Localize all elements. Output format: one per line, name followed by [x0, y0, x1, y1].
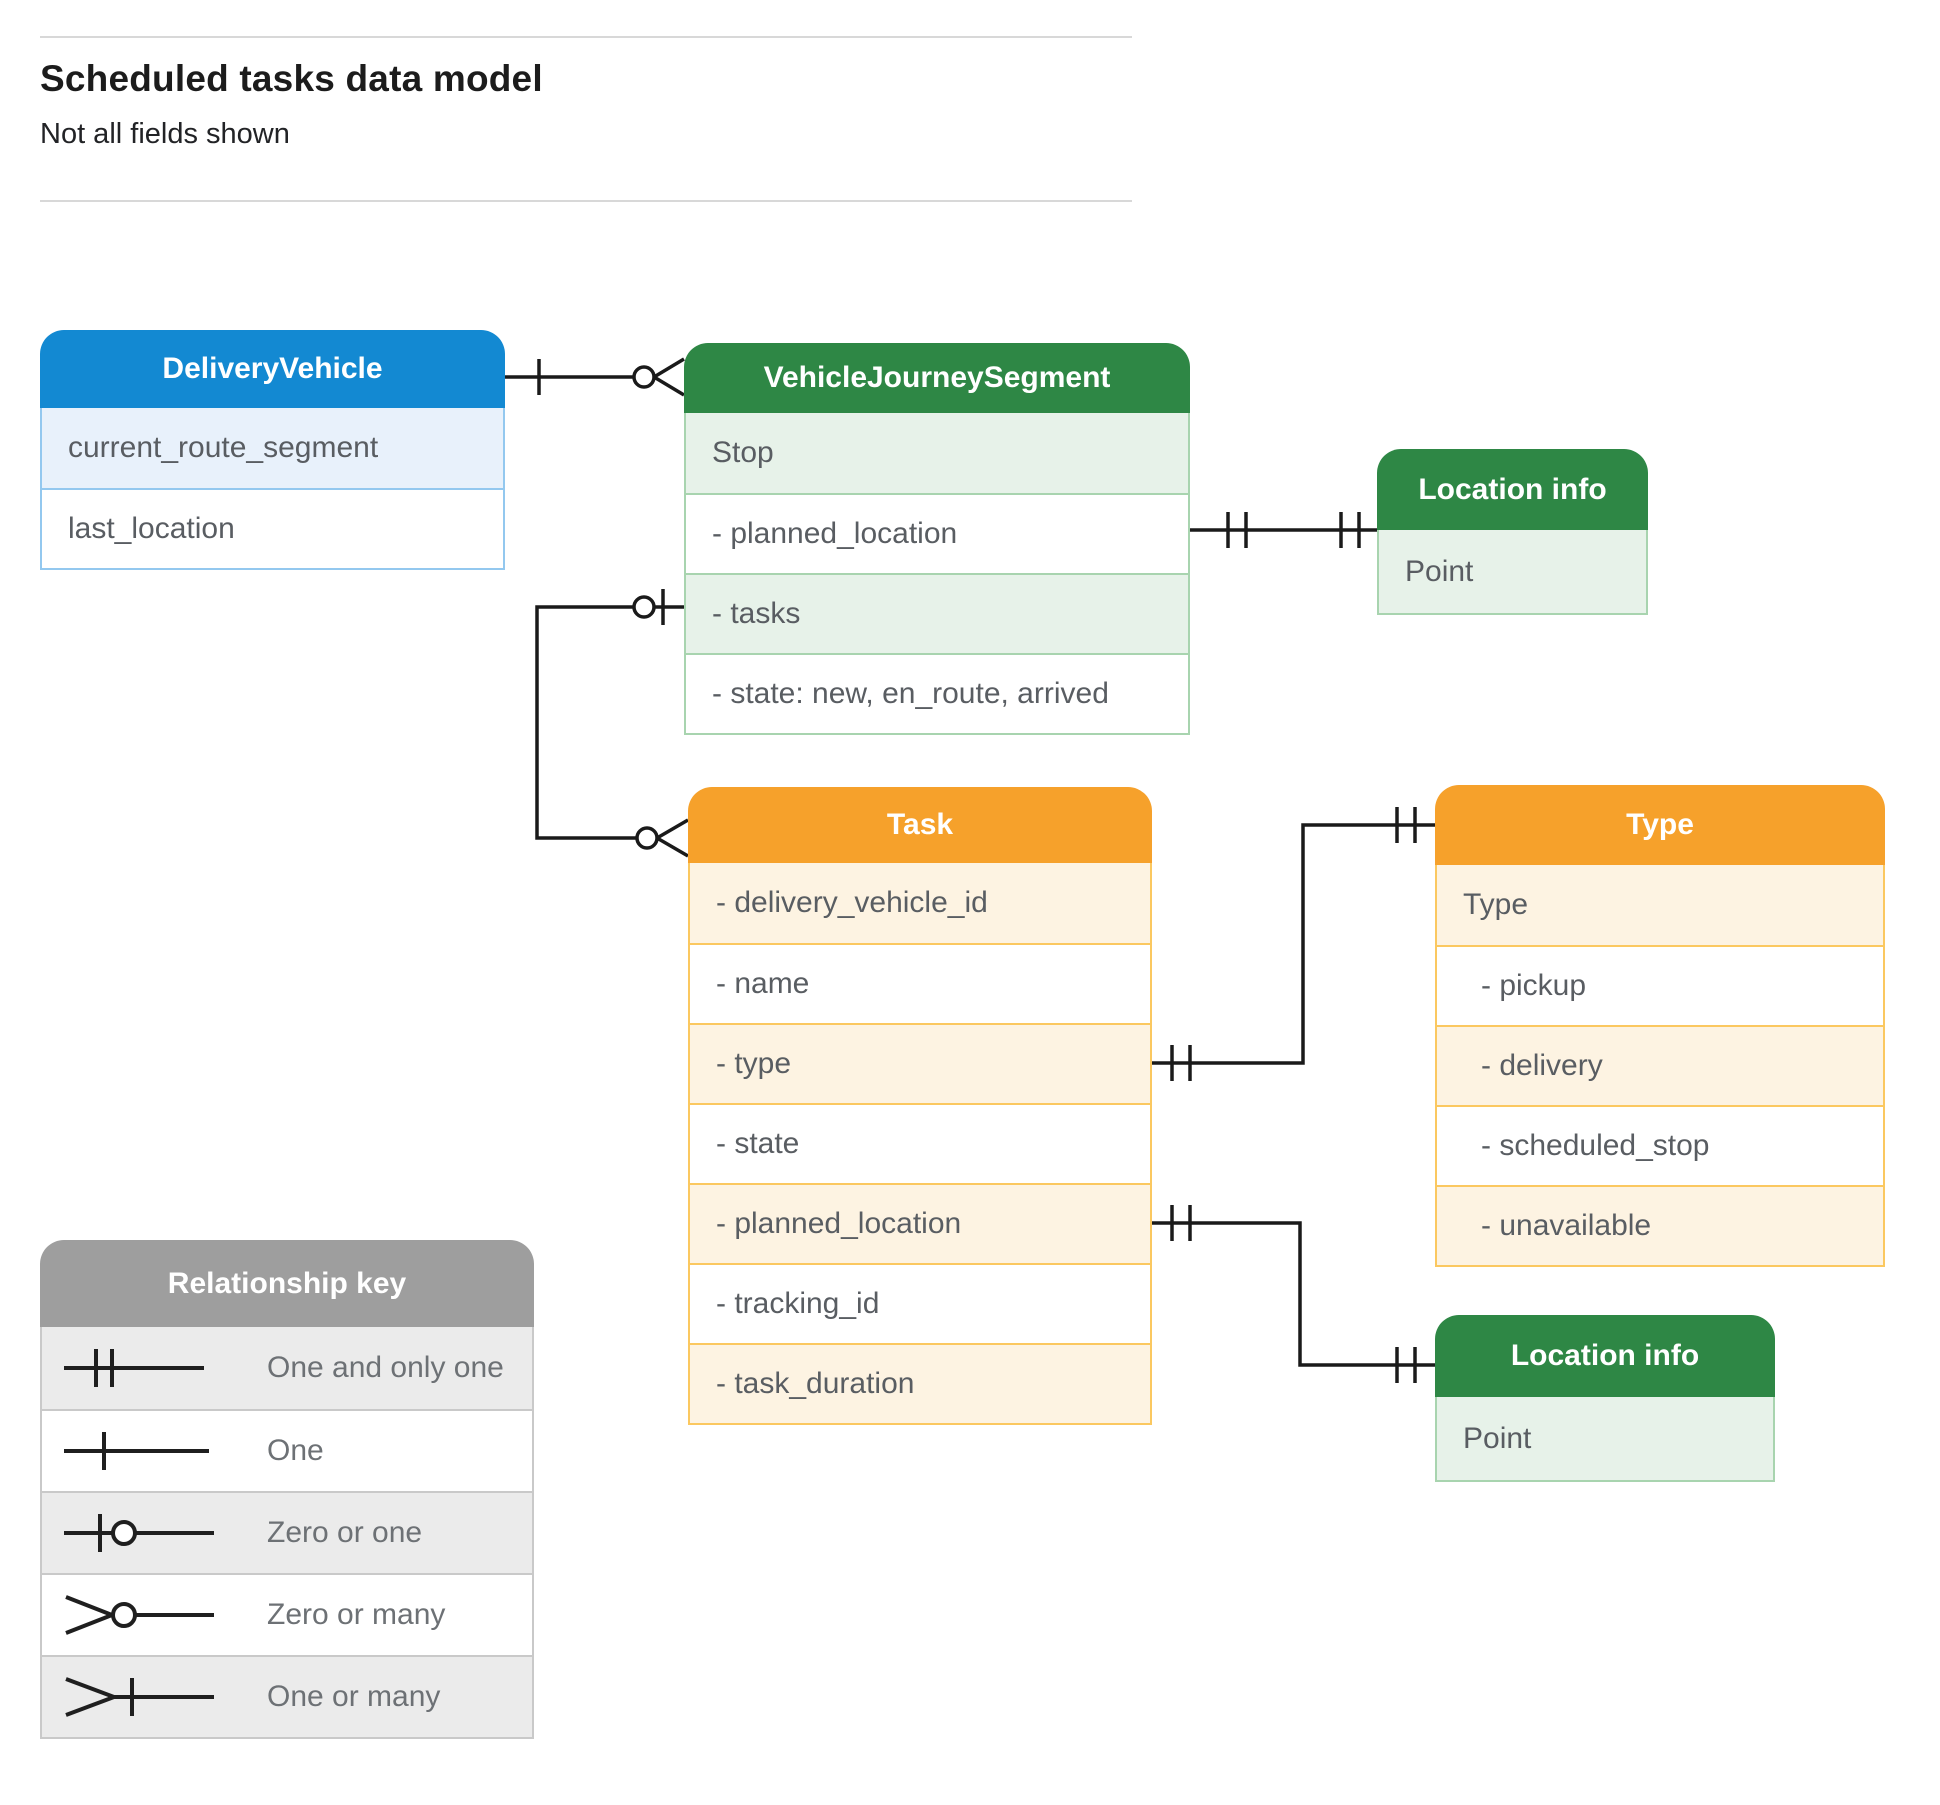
header-divider: [40, 200, 1132, 202]
entity-task: Task - delivery_vehicle_id - name - type…: [688, 787, 1152, 1425]
field-unavailable: - unavailable: [1437, 1185, 1883, 1265]
page-subtitle: Not all fields shown: [40, 118, 290, 150]
field-type: - type: [690, 1023, 1150, 1103]
legend-label: One or many: [267, 1680, 441, 1713]
field-tracking-id: - tracking_id: [690, 1263, 1150, 1343]
field-delivery: - delivery: [1437, 1025, 1883, 1105]
entity-type: Type Type - pickup - delivery - schedule…: [1435, 785, 1885, 1267]
entity-location-info-top: Location info Point: [1377, 449, 1648, 615]
top-divider: [40, 36, 1132, 38]
entity-type-title: Type: [1435, 785, 1885, 865]
field-task-duration: - task_duration: [690, 1343, 1150, 1423]
legend-label: One and only one: [267, 1351, 504, 1384]
legend-item-zero-or-one: Zero or one: [42, 1491, 532, 1573]
entity-location-info-bottom: Location info Point: [1435, 1315, 1775, 1482]
field-scheduled-stop: - scheduled_stop: [1437, 1105, 1883, 1185]
entity-delivery-vehicle-title: DeliveryVehicle: [40, 330, 505, 408]
entity-task-title: Task: [688, 787, 1152, 863]
entity-delivery-vehicle: DeliveryVehicle current_route_segment la…: [40, 330, 505, 570]
legend-item-one-and-only-one: One and only one: [42, 1327, 532, 1409]
legend-item-one: One: [42, 1409, 532, 1491]
one-or-many-icon: [65, 1677, 214, 1717]
zero-or-one-icon: [42, 1501, 239, 1565]
page-title: Scheduled tasks data model: [40, 58, 543, 99]
entity-location-info-top-title: Location info: [1377, 449, 1648, 530]
relationship-key-title: Relationship key: [40, 1240, 534, 1327]
legend-item-one-or-many: One or many: [42, 1655, 532, 1737]
legend-label: Zero or many: [267, 1598, 446, 1631]
one-icon: [42, 1419, 239, 1483]
relationship-key: Relationship key One and only one One: [40, 1240, 534, 1739]
zero-or-many-icon: [65, 1595, 214, 1635]
field-tasks: - tasks: [686, 573, 1188, 653]
field-stop: Stop: [686, 413, 1188, 493]
field-type-label: Type: [1437, 865, 1883, 945]
field-last-location: last_location: [42, 488, 503, 568]
entity-vehicle-journey-segment: VehicleJourneySegment Stop - planned_loc…: [684, 343, 1190, 735]
field-current-route-segment: current_route_segment: [42, 408, 503, 488]
one-and-only-one-icon: [42, 1336, 239, 1400]
connector-deliveryvehicle-vehiclejourneysegment: [505, 357, 685, 397]
legend-label: One: [267, 1434, 324, 1467]
field-planned-location: - planned_location: [690, 1183, 1150, 1263]
field-state: - state: [690, 1103, 1150, 1183]
connector-vjs-plannedlocation-locationinfo: [1190, 512, 1377, 548]
field-delivery-vehicle-id: - delivery_vehicle_id: [690, 863, 1150, 943]
field-point: Point: [1379, 530, 1646, 613]
legend-label: Zero or one: [267, 1516, 423, 1549]
field-planned-location: - planned_location: [686, 493, 1188, 573]
legend-item-zero-or-many: Zero or many: [42, 1573, 532, 1655]
field-point: Point: [1437, 1397, 1773, 1480]
field-state: - state: new, en_route, arrived: [686, 653, 1188, 733]
connector-vjs-tasks-task: [535, 589, 689, 858]
entity-vehicle-journey-segment-title: VehicleJourneySegment: [684, 343, 1190, 413]
field-pickup: - pickup: [1437, 945, 1883, 1025]
field-name: - name: [690, 943, 1150, 1023]
connector-task-type-type: [1152, 807, 1435, 1081]
connector-task-plannedlocation-locationinfo: [1152, 1205, 1435, 1383]
entity-location-info-bottom-title: Location info: [1435, 1315, 1775, 1397]
